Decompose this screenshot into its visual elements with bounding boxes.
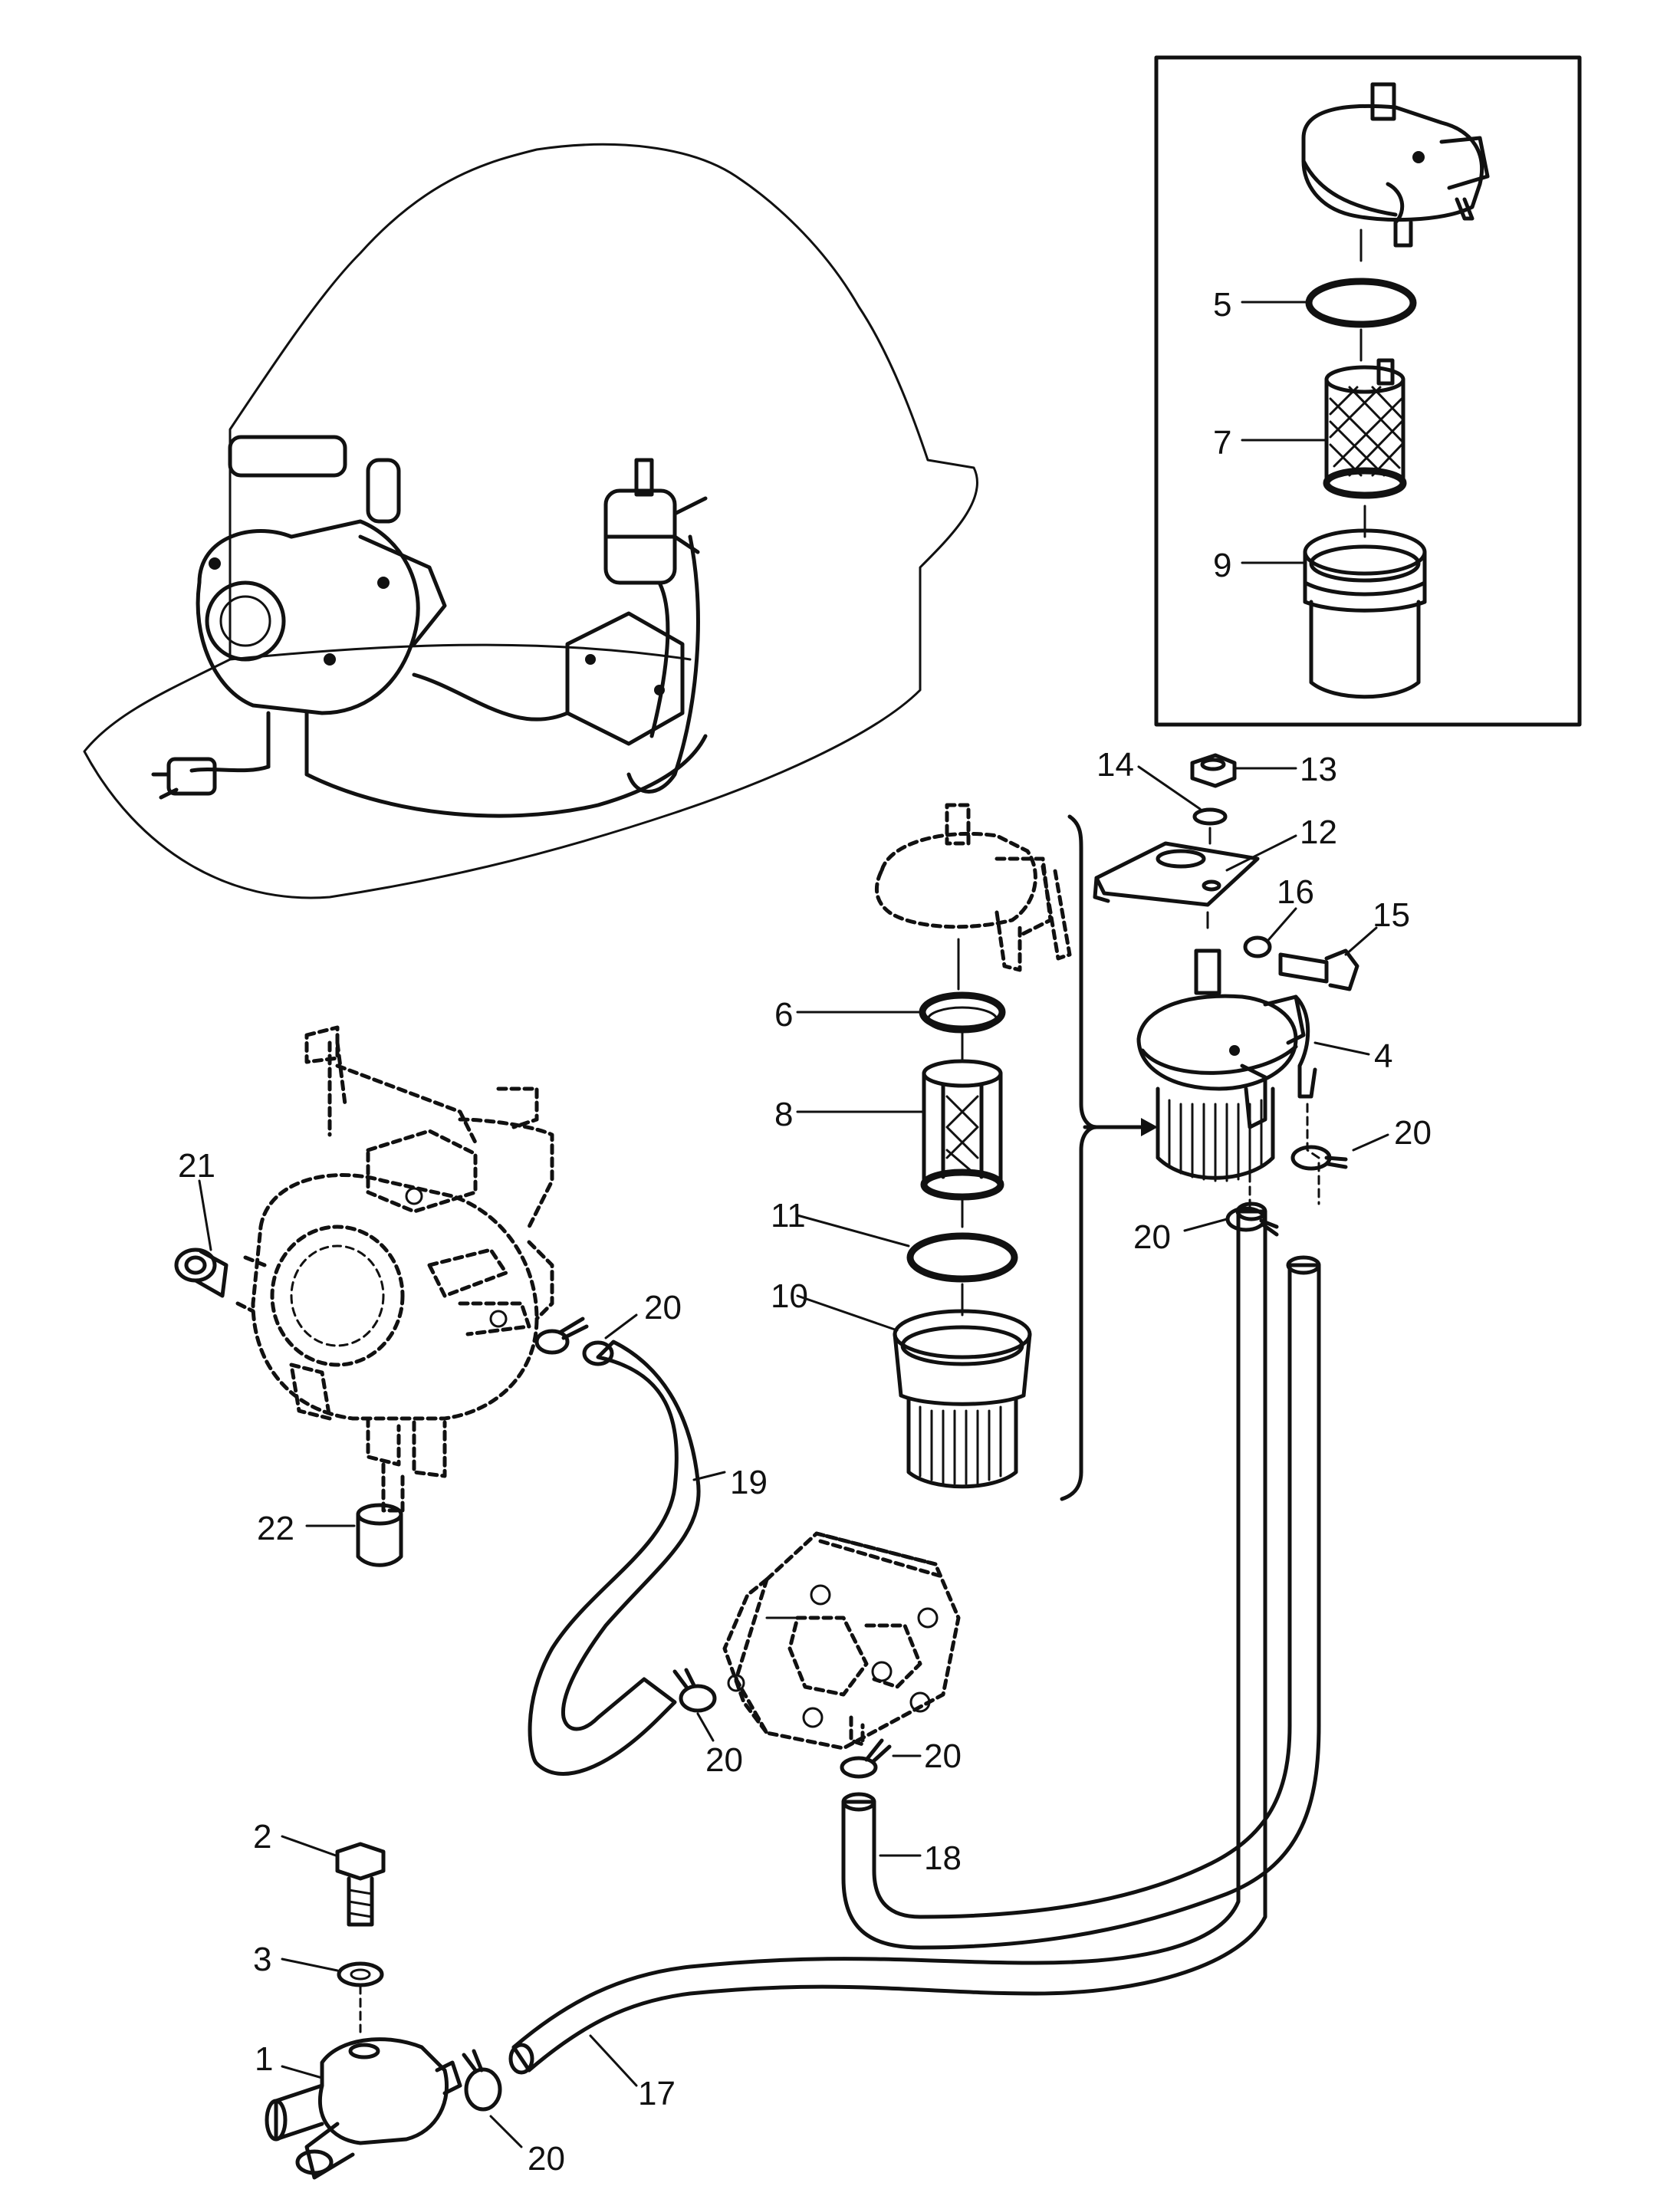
carburetor-detail [235, 1025, 554, 1513]
leader-14 [1137, 765, 1202, 810]
leader-20-carb [604, 1313, 638, 1340]
hose-small-2 [626, 534, 700, 794]
label-2: 2 [253, 1818, 271, 1856]
label-13: 13 [1300, 751, 1337, 788]
label-20-pump-out: 20 [924, 1737, 962, 1775]
label-8: 8 [774, 1096, 793, 1133]
bolt-15 [1278, 948, 1359, 991]
filter-mounted-assembly [1093, 753, 1378, 1213]
bolt-2 [335, 1842, 386, 1927]
hose-18 [841, 1263, 1321, 1950]
fitting-small [151, 757, 217, 800]
washer-3 [337, 1961, 384, 1987]
label-20-pump-in: 20 [705, 1741, 743, 1779]
carburetor-small [196, 435, 447, 777]
filter-bowl-10 [893, 1309, 1032, 1489]
label-3: 3 [253, 1941, 271, 1978]
label-15: 15 [1373, 896, 1410, 934]
filter-head-4 [1136, 948, 1317, 1129]
label-16: 16 [1277, 873, 1314, 911]
nut-13 [1190, 753, 1237, 788]
filter-head-middle [874, 803, 1072, 972]
label-11: 11 [771, 1197, 806, 1234]
label-9: 9 [1213, 547, 1231, 584]
o-ring-6 [919, 991, 1006, 1034]
label-12: 12 [1300, 814, 1337, 851]
label-17: 17 [638, 2075, 676, 2112]
engine-overview-illustration [83, 143, 979, 899]
clip-20-pump-in [672, 1668, 717, 1713]
hose-small-3 [649, 580, 670, 738]
leader-15 [1344, 926, 1378, 956]
label-22: 22 [257, 1510, 294, 1547]
strainer-element-8 [920, 1059, 1004, 1201]
label-20-filter-b: 20 [1394, 1114, 1432, 1152]
label-7: 7 [1213, 424, 1231, 462]
hoses [508, 1201, 1321, 2075]
hose-19 [528, 1340, 701, 1776]
leader-10 [796, 1294, 899, 1332]
label-20-filter-a: 20 [1133, 1218, 1171, 1256]
o-ring-5 [1305, 278, 1417, 328]
engine-cowling-outline [83, 143, 979, 899]
inset-filter-variant-box [1154, 55, 1582, 727]
fitting-1 [265, 2037, 462, 2180]
label-4: 4 [1374, 1037, 1392, 1075]
hose-17 [511, 1209, 1267, 2073]
label-19: 19 [730, 1464, 768, 1501]
leader-20-filter-a [1183, 1218, 1228, 1232]
engine-block-edge [228, 643, 692, 661]
leader-4 [1313, 1041, 1370, 1056]
hose-small-5 [189, 764, 271, 773]
leader-20-filter-b [1352, 1133, 1389, 1152]
plug-21 [174, 1247, 228, 1298]
hose-small-4 [304, 734, 708, 818]
clip-20-carb [534, 1317, 589, 1355]
washer-16 [1243, 935, 1272, 958]
plug-22 [356, 1503, 403, 1567]
label-21: 21 [178, 1147, 215, 1185]
label-10: 10 [771, 1277, 808, 1315]
label-20-carb: 20 [644, 1289, 682, 1326]
label-14: 14 [1096, 746, 1134, 784]
leader-17 [589, 2034, 638, 2087]
leader-19 [692, 1471, 726, 1481]
label-1: 1 [255, 2040, 273, 2078]
leader-21 [198, 1179, 212, 1251]
filter-assembly-exploded [796, 803, 1158, 1501]
leader-3 [281, 1958, 339, 1972]
fuel-pump-detail [722, 1531, 961, 1750]
label-18: 18 [924, 1839, 962, 1877]
leader-1 [281, 2065, 324, 2079]
clips-20 [462, 1145, 1348, 2112]
leader-20-pump-in [696, 1712, 715, 1742]
leader-11 [796, 1214, 910, 1247]
leader-20-fitting [489, 2115, 523, 2148]
strainer-element-7 [1323, 358, 1407, 499]
o-ring-11 [906, 1232, 1018, 1283]
assembly-bracket [1060, 814, 1099, 1501]
bracket-12 [1093, 841, 1260, 907]
filter-bowl-4 [1156, 1086, 1275, 1182]
label-6: 6 [774, 996, 793, 1034]
clip-20-filter-b [1290, 1145, 1348, 1171]
part-number-labels: 5 7 9 14 13 12 16 15 6 4 8 20 11 20 10 2… [178, 286, 1432, 2178]
leader-12 [1225, 834, 1297, 872]
label-20-fitting: 20 [528, 2140, 565, 2178]
clip-20-fitting [462, 2049, 502, 2112]
washer-14 [1192, 807, 1228, 826]
label-5: 5 [1213, 286, 1231, 324]
leader-2 [281, 1835, 337, 1857]
hose-small-1 [412, 672, 570, 722]
leader-16 [1267, 907, 1297, 941]
clip-20-pump-out [840, 1738, 892, 1779]
fuel-filter-small [603, 458, 708, 585]
inset-filter-head [1301, 82, 1490, 248]
filter-bowl-9 [1303, 528, 1427, 699]
